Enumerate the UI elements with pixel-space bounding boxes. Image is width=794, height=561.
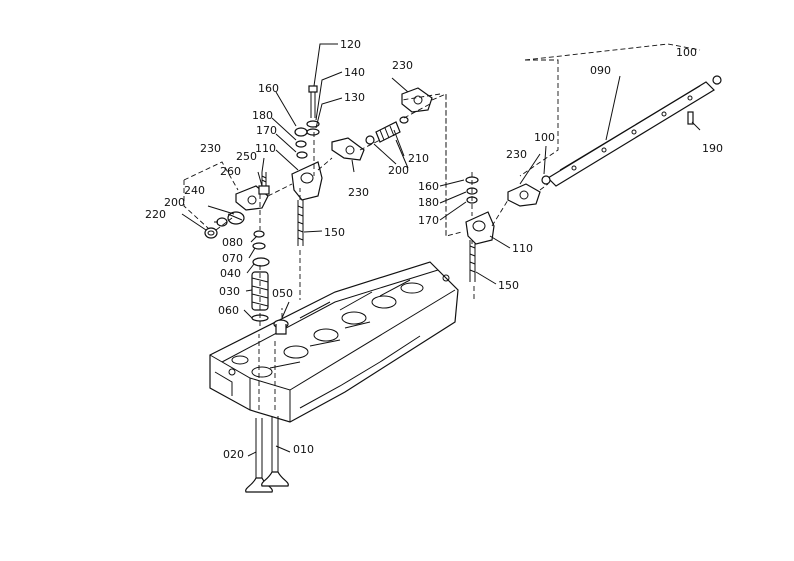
label-150-left: 150 [324,226,345,239]
label-050: 050 [272,287,293,300]
exhaust-valve [245,418,273,493]
label-160-right: 160 [418,180,439,193]
stud-left [297,200,304,246]
label-230-left: 230 [200,142,221,155]
label-140: 140 [344,66,365,79]
rocker-arm-right [507,183,541,207]
bolt-120 [308,85,318,118]
label-110-right: 110 [512,242,533,255]
spring-240 [227,211,245,225]
label-100-top: 100 [676,46,697,59]
label-190: 190 [702,142,723,155]
rocker-arm-upper [401,87,433,113]
label-230-center: 230 [348,186,369,199]
label-240: 240 [184,184,205,197]
intake-valve [261,416,289,487]
label-060: 060 [218,304,239,317]
rocker-bracket-left [291,161,323,201]
label-200-upper: 200 [388,164,409,177]
label-100-side: 100 [534,131,555,144]
label-260: 260 [220,165,241,178]
label-120: 120 [340,38,361,51]
label-130: 130 [344,91,365,104]
label-220: 220 [145,208,166,221]
part-labels: 120 140 130 160 180 170 110 230 210 200 … [145,38,723,461]
label-250: 250 [236,150,257,163]
label-030: 030 [219,285,240,298]
spring-210 [375,116,409,143]
label-180-right: 180 [418,196,439,209]
label-180-left: 180 [252,109,273,122]
rocker-bracket-right [465,211,495,245]
label-090: 090 [590,64,611,77]
label-010: 010 [293,443,314,456]
rocker-shaft-090 [547,81,715,187]
label-230-top: 230 [392,59,413,72]
pin-190 [687,111,694,125]
stud-right [469,240,476,282]
label-170-right: 170 [418,214,439,227]
label-080: 080 [222,236,243,249]
leader-lines [181,43,701,457]
label-200-lower: 200 [164,196,185,209]
label-170-left: 170 [256,124,277,137]
rocker-arm-center [331,137,365,161]
label-020: 020 [223,448,244,461]
plug-220 [204,227,218,239]
label-210: 210 [408,152,429,165]
collar-200-upper [365,135,375,145]
label-040: 040 [220,267,241,280]
lock-nut-260 [258,185,270,195]
label-150-right: 150 [498,279,519,292]
label-230-right: 230 [506,148,527,161]
plug-100-side [541,175,551,185]
collar-200-lower [216,217,228,227]
label-070: 070 [222,252,243,265]
washers-left [294,120,320,159]
label-110-left: 110 [255,142,276,155]
valve-spring-stack [251,230,289,335]
assembly-dashed-lines [183,43,701,410]
label-160-left: 160 [258,82,279,95]
plug-100-end [712,75,722,85]
cylinder-head [209,261,459,423]
